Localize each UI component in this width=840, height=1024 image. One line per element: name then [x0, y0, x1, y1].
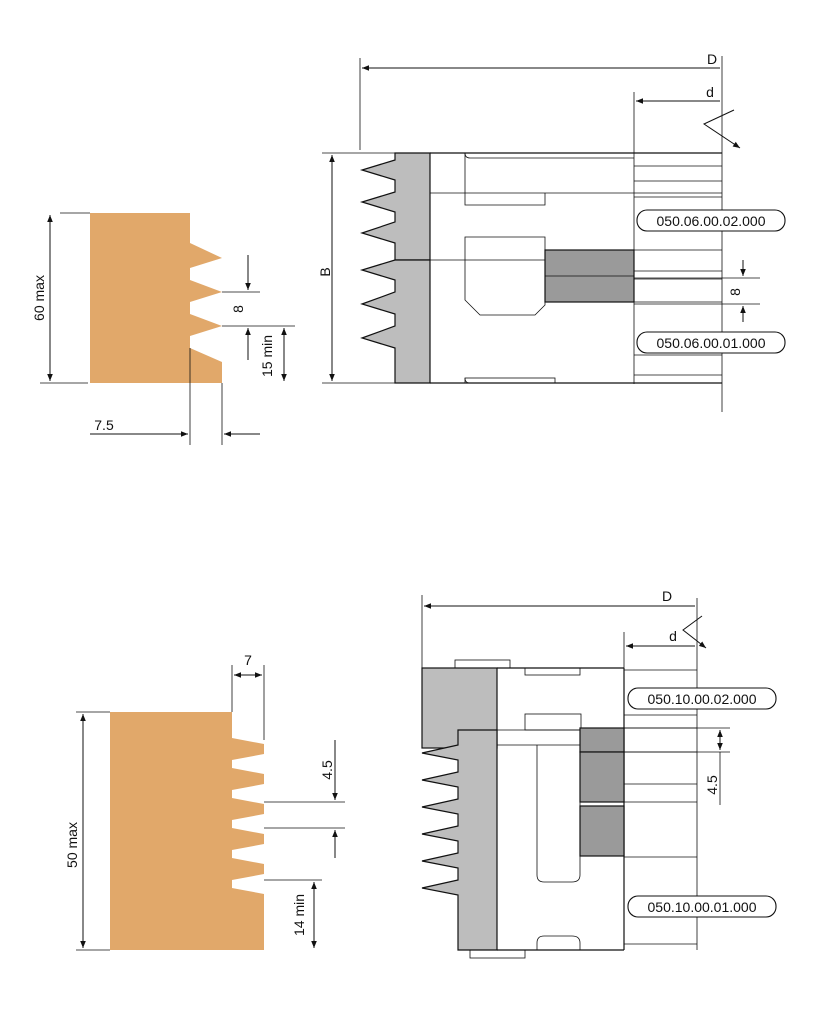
top-profile: 60 max 8 15 min 7.5 [31, 212, 295, 445]
top-tool-lower-code: 050.06.00.01.000 [657, 335, 766, 351]
bottom-profile-shape [110, 712, 264, 950]
top-tool-height-label: B [317, 267, 333, 276]
bottom-tool-lower-code-badge: 050.10.00.01.000 [627, 895, 777, 918]
bottom-tool-pitch-label: 4.5 [704, 775, 720, 795]
top-profile-pitch-label: 8 [230, 305, 246, 313]
top-profile-depth-label: 7.5 [94, 417, 114, 433]
top-tool: D d B [317, 51, 786, 412]
top-tool-bore-label: d [706, 84, 714, 100]
bottom-profile-depth-label: 7 [244, 652, 252, 668]
bottom-tool-bore-label: d [669, 628, 677, 644]
bottom-tool-middle-insert [579, 751, 625, 803]
bottom-tool-lower-code: 050.10.00.01.000 [648, 899, 757, 915]
bottom-profile-bottom-label: 14 min [291, 894, 307, 936]
top-tool-pitch-label: 8 [727, 288, 743, 296]
top-profile-bottom-label: 15 min [259, 335, 275, 377]
top-profile-height-label: 60 max [31, 275, 47, 321]
top-tool-diameter-label: D [707, 51, 717, 67]
bottom-tool-diameter-label: D [662, 588, 672, 604]
bottom-tool: D d [421, 588, 777, 959]
top-tool-lower-cutter [359, 259, 431, 384]
bottom-profile: 50 max 7 4.5 14 min [64, 652, 345, 951]
bottom-profile-height-label: 50 max [64, 822, 80, 868]
bottom-profile-pitch-label: 4.5 [319, 760, 335, 780]
top-tool-upper-code: 050.06.00.02.000 [657, 213, 766, 229]
bottom-tool-lower-cutter [421, 729, 498, 951]
top-tool-upper-code-badge: 050.06.00.02.000 [636, 209, 786, 232]
bottom-tool-upper-code-badge: 050.10.00.02.000 [627, 687, 777, 710]
bottom-tool-upper-insert [579, 727, 625, 753]
bottom-tool-lower-insert [579, 805, 625, 857]
top-tool-lower-code-badge: 050.06.00.01.000 [636, 331, 786, 354]
top-profile-shape [90, 213, 222, 383]
bottom-tool-upper-code: 050.10.00.02.000 [648, 691, 757, 707]
top-tool-upper-cutter [359, 152, 431, 261]
